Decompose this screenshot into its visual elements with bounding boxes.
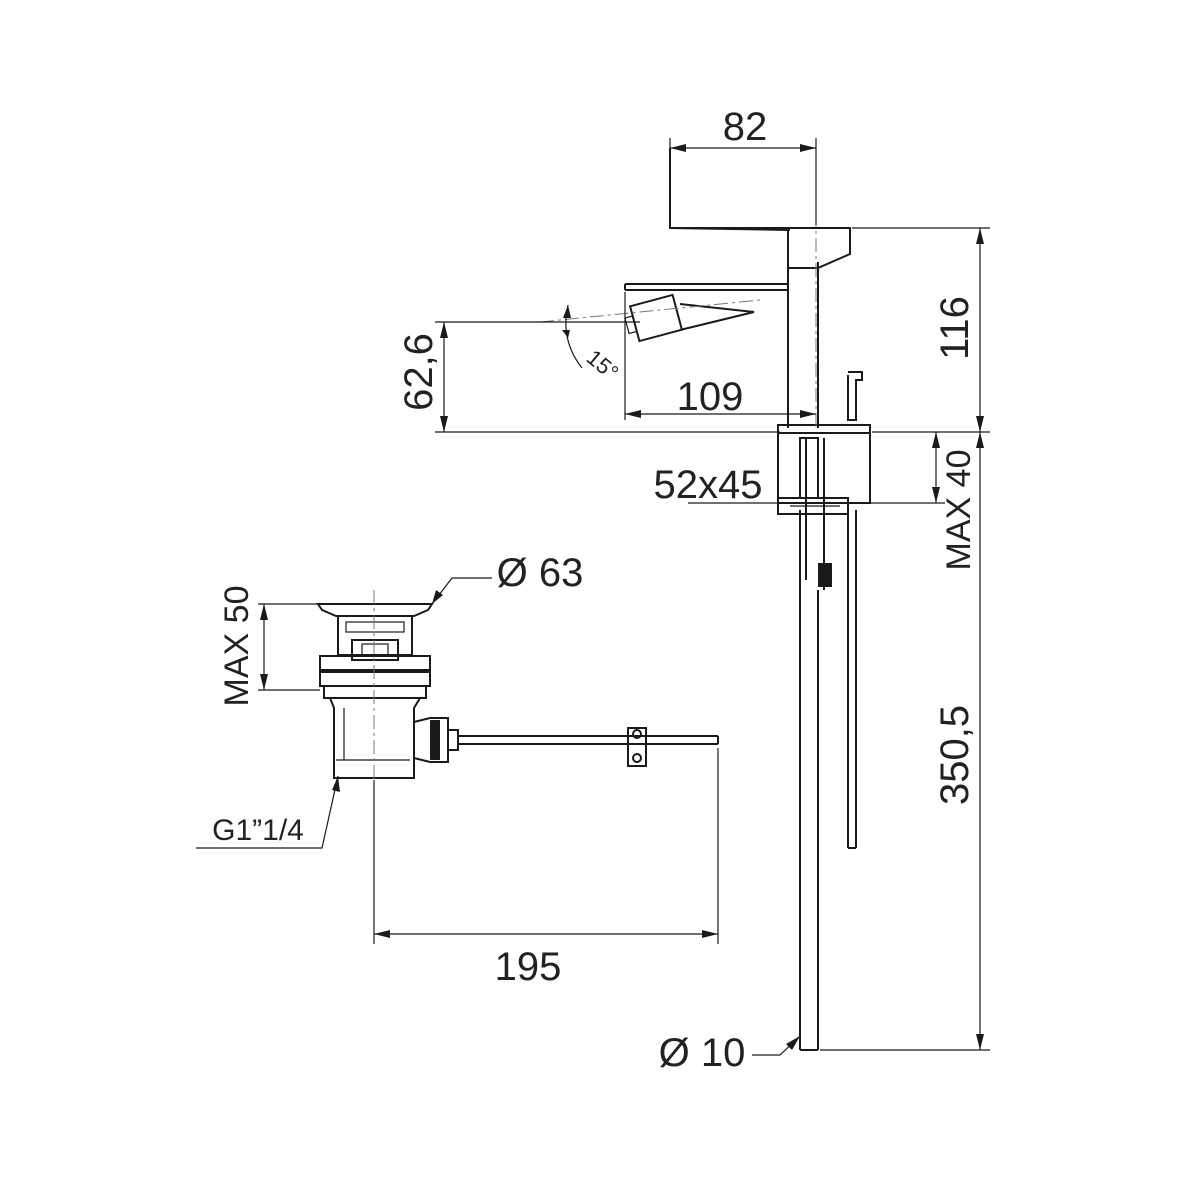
dim-109: 109 xyxy=(624,292,816,420)
dim-195-label: 195 xyxy=(495,945,562,989)
dim-109-label: 109 xyxy=(677,375,744,419)
dim-116: 116 xyxy=(852,227,990,433)
dim-max-50: MAX 50 xyxy=(218,586,320,707)
dim-82: 82 xyxy=(669,105,817,225)
mixer-body xyxy=(539,138,871,1051)
dim-62-6: 62,6 xyxy=(397,321,780,433)
dim-angle-label: 15° xyxy=(582,345,624,386)
dim-195: 195 xyxy=(373,748,719,989)
dim-waste-flange-label: Ø 63 xyxy=(497,551,584,595)
dim-waste-thread: G1”1/4 xyxy=(196,775,340,849)
dim-350-5-label: 350,5 xyxy=(933,705,977,805)
dim-max-50-label: MAX 50 xyxy=(218,586,256,707)
dim-82-label: 82 xyxy=(723,105,768,149)
dim-max-40: MAX 40 xyxy=(870,432,978,570)
pop-up-waste xyxy=(316,590,719,800)
dim-116-label: 116 xyxy=(933,296,977,360)
dim-waste-thread-label: G1”1/4 xyxy=(212,814,304,847)
dim-350-5: 350,5 xyxy=(820,432,990,1051)
dim-hose-diameter: Ø 10 xyxy=(659,1031,801,1075)
dim-max-40-label: MAX 40 xyxy=(940,450,978,571)
dim-waste-flange: Ø 63 xyxy=(431,551,584,605)
dim-hose-diameter-label: Ø 10 xyxy=(659,1031,746,1075)
dim-base: 52x45 xyxy=(654,463,800,507)
dim-base-label: 52x45 xyxy=(654,463,763,507)
dim-62-6-label: 62,6 xyxy=(397,333,441,411)
